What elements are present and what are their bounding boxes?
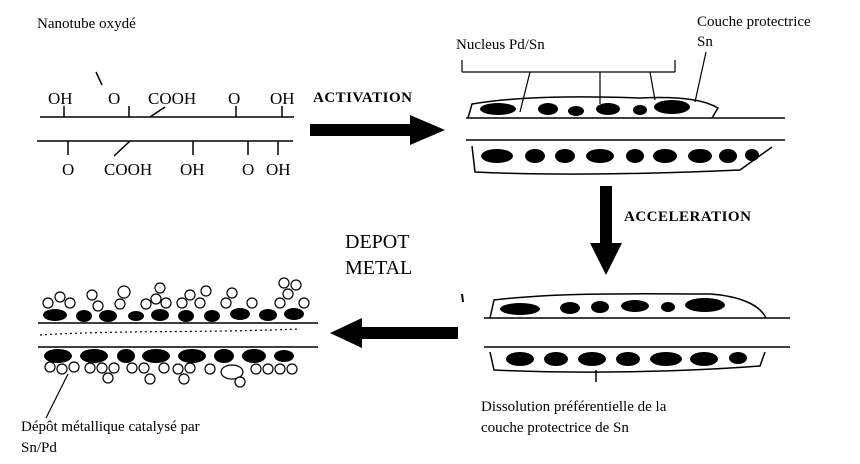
group-label: OH — [180, 160, 205, 179]
protective-layer-label-line1: Couche protectrice — [697, 14, 811, 30]
arrow-activation — [310, 115, 445, 145]
arrow-depot-metal — [330, 293, 464, 348]
metal-deposited-nanotube — [38, 277, 318, 419]
dissolution-label-line2: couche protectrice de Sn — [481, 420, 629, 436]
catalysed-deposit-label-line2: Sn/Pd — [21, 440, 57, 456]
catalysed-deposit-label-line1: Dépôt métallique catalysé par — [21, 419, 200, 435]
group-label: OH — [270, 89, 295, 108]
activation-label: ACTIVATION — [313, 90, 413, 106]
nucleus-label: Nucleus Pd/Sn — [456, 37, 545, 53]
group-label: COOH — [104, 160, 152, 179]
depot-metal-label-line1: DEPOT — [345, 231, 410, 253]
nanotube-label: Nanotube oxydé — [37, 16, 136, 32]
arrow-acceleration — [590, 186, 622, 275]
group-label: O — [242, 160, 254, 179]
protective-layer-label-line2: Sn — [697, 34, 713, 50]
group-label: OH — [48, 89, 73, 108]
group-label: O — [62, 160, 74, 179]
activated-nanotube — [466, 96, 785, 175]
nucleus-bracket — [461, 51, 707, 113]
group-label: OH — [266, 160, 291, 179]
accelerated-nanotube — [484, 293, 790, 382]
group-label: O — [228, 89, 240, 108]
oxidised-nanotube — [37, 71, 294, 157]
dissolution-label-line1: Dissolution préférentielle de la — [481, 399, 667, 415]
group-label: COOH — [148, 89, 196, 108]
functional-groups-top: OH O COOH O OH — [48, 89, 295, 108]
functional-groups-bottom: O COOH OH O OH — [62, 160, 291, 179]
acceleration-label: ACCELERATION — [624, 209, 752, 225]
depot-metal-label-line2: METAL — [345, 257, 413, 279]
group-label: O — [108, 89, 120, 108]
